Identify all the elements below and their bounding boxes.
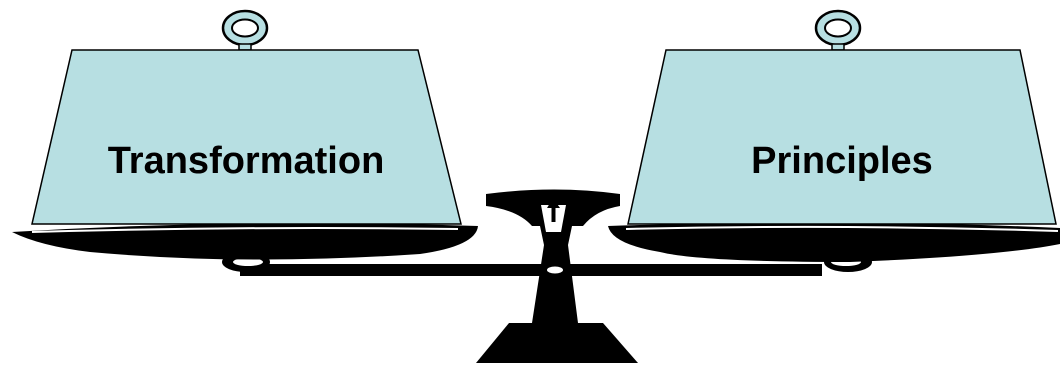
beam-bar	[240, 264, 822, 276]
right-weight-knob	[832, 44, 844, 50]
left-weight-label: Transformation	[108, 140, 385, 182]
beam-pivot-hole	[547, 267, 563, 274]
right-weight-body	[628, 50, 1056, 224]
right-pan	[608, 222, 1060, 262]
scale-base	[476, 323, 638, 363]
left-weight-body	[32, 50, 461, 224]
right-weight-label: Principles	[751, 140, 933, 182]
right-weight-ring-hole	[825, 20, 851, 37]
scale-stand	[476, 190, 638, 364]
right-weight: Principles	[628, 11, 1056, 224]
left-weight-ring-hole	[232, 20, 258, 37]
left-pan	[12, 223, 478, 259]
left-weight-knob	[239, 44, 251, 50]
left-weight: Transformation	[32, 11, 461, 224]
